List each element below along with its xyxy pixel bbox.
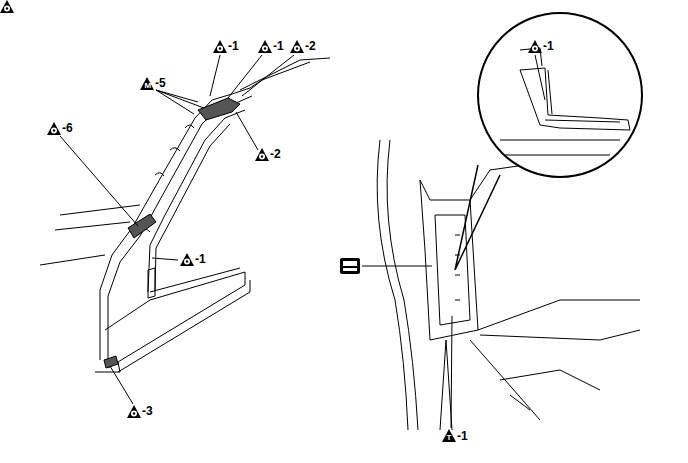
weld-symbols bbox=[0, 0, 14, 13]
callout-number: -1 bbox=[228, 39, 239, 53]
symbol-letter: T bbox=[447, 433, 452, 442]
callout-number: -3 bbox=[142, 404, 153, 418]
callout-number: -6 bbox=[62, 121, 73, 135]
callout-number: -1 bbox=[273, 39, 284, 53]
callout-number: -5 bbox=[155, 76, 166, 90]
callout-number: -1 bbox=[195, 252, 206, 266]
callout-number: -2 bbox=[270, 147, 281, 161]
callout-number: -1 bbox=[543, 39, 554, 53]
callout-number: -2 bbox=[305, 39, 316, 53]
callout-number: -1 bbox=[457, 429, 468, 443]
symbol-letter: M bbox=[145, 81, 152, 90]
